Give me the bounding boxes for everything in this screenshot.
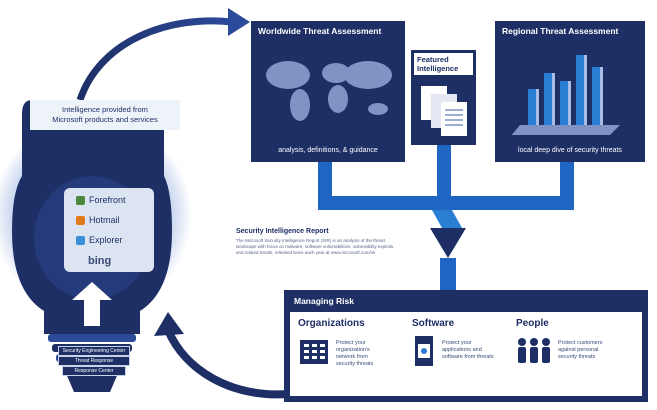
explorer-icon [76, 235, 85, 245]
worldwide-threat-box: Worldwide Threat Assessment analysis, de… [251, 21, 405, 162]
sir-title: Security Intelligence Report [236, 228, 329, 235]
sir-body: The Microsoft Security Intelligence Repo… [236, 238, 395, 255]
featured-title-line2: Intelligence [417, 64, 459, 73]
managing-risk-box: Managing Risk Organizations Protect your… [284, 290, 648, 402]
bulb-heading-panel: Intelligence provided from Microsoft pro… [30, 100, 180, 130]
security-intelligence-report: Security Intelligence Report The Microso… [236, 228, 396, 256]
product-explorer: Explorer [76, 235, 123, 245]
pill-response-center: Response Center [62, 366, 126, 376]
pill-security-engineering: Security Engineering Center [58, 346, 130, 356]
software-title: Software [412, 318, 455, 329]
product-forefront: Forefront [76, 195, 126, 205]
people-title: People [516, 318, 549, 329]
featured-intelligence-box: Featured Intelligence [411, 50, 476, 145]
people-text: Protect customers against personal secur… [558, 340, 603, 360]
documents-icon [421, 86, 467, 136]
managing-risk-title: Managing Risk [294, 296, 354, 306]
regional-caption: local deep dive of security threats [518, 147, 622, 154]
hotmail-icon [76, 215, 85, 225]
world-map-icon [266, 61, 392, 121]
people-icon [518, 338, 550, 363]
software-box-icon [415, 336, 433, 366]
bulb-heading-line1: Intelligence provided from [62, 105, 148, 114]
featured-title-line1: Featured [417, 55, 449, 64]
regional-title: Regional Threat Assessment [502, 26, 619, 36]
organizations-text: Protect your organization's network from… [336, 340, 374, 367]
managing-risk-panel: Organizations Protect your organization'… [290, 312, 642, 396]
column-organizations: Organizations Protect your organization'… [298, 318, 373, 367]
software-text: Protect your applications and software f… [442, 340, 494, 360]
bulb-heading-line2: Microsoft products and services [52, 115, 158, 124]
column-people: People Protect customers against persona… [516, 318, 602, 363]
featured-title-panel: Featured Intelligence [414, 53, 473, 75]
column-software: Software Protect your applications and s… [412, 318, 494, 366]
organizations-title: Organizations [298, 318, 365, 329]
product-bing: bing [88, 255, 112, 267]
worldwide-title: Worldwide Threat Assessment [258, 26, 382, 36]
regional-threat-box: Regional Threat Assessment local deep di… [495, 21, 645, 162]
bar-chart-icon [511, 55, 620, 135]
forefront-icon [76, 195, 85, 205]
building-icon [300, 340, 328, 364]
product-hotmail: Hotmail [76, 215, 120, 225]
pill-threat-response: Threat Response [58, 356, 130, 366]
worldwide-caption: analysis, definitions, & guidance [278, 147, 378, 154]
